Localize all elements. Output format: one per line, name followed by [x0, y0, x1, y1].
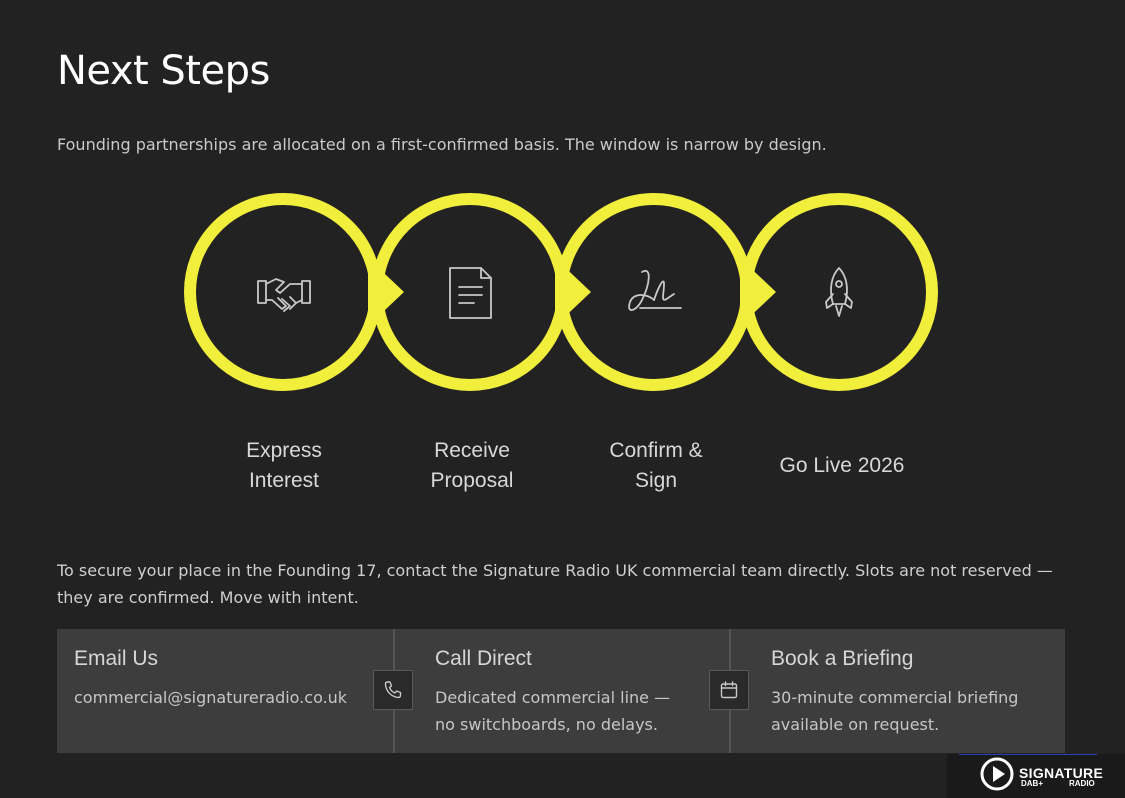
phone-icon	[373, 670, 413, 710]
brand-sub-dab: DAB+	[1021, 779, 1044, 788]
handshake-icon	[257, 278, 311, 312]
document-icon	[449, 267, 492, 319]
email-address-link[interactable]: commercial@signatureradio.co.uk	[74, 688, 348, 707]
page-title: Next Steps	[57, 48, 270, 94]
cta-text: To secure your place in the Founding 17,…	[57, 561, 1053, 607]
contact-email: Email Us commercial@signatureradio.co.uk	[57, 629, 393, 753]
rocket-icon	[825, 267, 853, 317]
play-logo-icon	[980, 757, 1014, 791]
calendar-icon	[709, 670, 749, 710]
step-label-go-live: Go Live 2026	[779, 454, 905, 477]
brand-sub-radio: RADIO	[1069, 779, 1095, 788]
brand-name: SIGNATURE	[1019, 765, 1104, 781]
email-heading: Email Us	[74, 647, 159, 670]
call-text: Dedicated commercial line — no switchboa…	[435, 688, 671, 734]
book-text: 30-minute commercial briefing available …	[771, 688, 1019, 734]
step-arrow-1	[368, 258, 404, 326]
contact-panel: Email Us commercial@signatureradio.co.uk…	[57, 629, 1065, 753]
intro-text: Founding partnerships are allocated on a…	[57, 135, 827, 154]
step-arrow-3	[740, 258, 776, 326]
step-arrow-2	[555, 258, 591, 326]
call-heading: Call Direct	[435, 647, 532, 670]
step-circle-2	[371, 193, 569, 391]
steps-diagram	[184, 193, 938, 391]
contact-call: Call Direct Dedicated commercial line — …	[395, 629, 729, 753]
brand-logo: SIGNATURE DAB+ RADIO	[947, 754, 1125, 798]
contact-book: Book a Briefing 30-minute commercial bri…	[731, 629, 1065, 753]
book-heading: Book a Briefing	[771, 647, 914, 670]
signature-icon	[628, 269, 682, 311]
step-label-confirm-sign: Confirm &Sign	[609, 439, 703, 492]
step-circle-1	[184, 193, 382, 391]
brand-line	[959, 754, 1097, 755]
